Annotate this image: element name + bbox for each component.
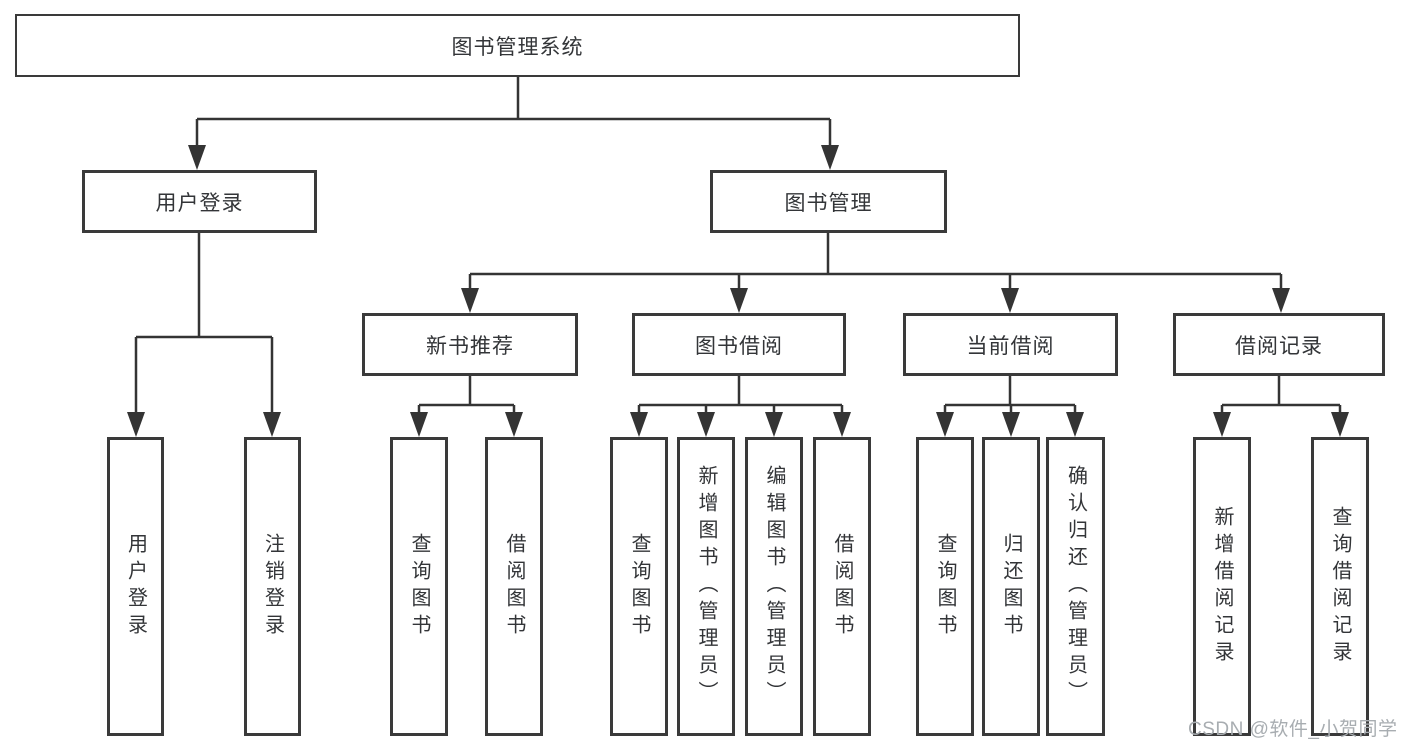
node-book-borrow: 图书借阅 <box>632 313 846 376</box>
leaf-user-login: 用户登录 <box>107 437 164 736</box>
leaf-add-borrow-record: 新增借阅记录 <box>1193 437 1251 736</box>
node-borrow-record: 借阅记录 <box>1173 313 1385 376</box>
leaf-query-books-recommend: 查询图书 <box>390 437 448 736</box>
leaf-return-books: 归还图书 <box>982 437 1040 736</box>
node-book-management: 图书管理 <box>710 170 947 233</box>
leaf-logout: 注销登录 <box>244 437 301 736</box>
leaf-edit-books-admin: 编辑图书（管理员） <box>745 437 803 736</box>
node-current-borrow: 当前借阅 <box>903 313 1118 376</box>
arrowhead-icons <box>127 145 1349 437</box>
leaf-query-borrow-record: 查询借阅记录 <box>1311 437 1369 736</box>
leaf-borrow-books: 借阅图书 <box>813 437 871 736</box>
leaf-query-books-borrow: 查询图书 <box>610 437 668 736</box>
leaf-add-books-admin: 新增图书（管理员） <box>677 437 735 736</box>
leaf-query-books-current: 查询图书 <box>916 437 974 736</box>
leaf-borrow-books-recommend: 借阅图书 <box>485 437 543 736</box>
node-root-system: 图书管理系统 <box>15 14 1020 77</box>
leaf-confirm-return-admin: 确认归还（管理员） <box>1046 437 1105 736</box>
csdn-watermark: CSDN @软件_小贺同学 <box>1188 719 1398 740</box>
node-new-book-recommend: 新书推荐 <box>362 313 578 376</box>
node-user-login: 用户登录 <box>82 170 317 233</box>
